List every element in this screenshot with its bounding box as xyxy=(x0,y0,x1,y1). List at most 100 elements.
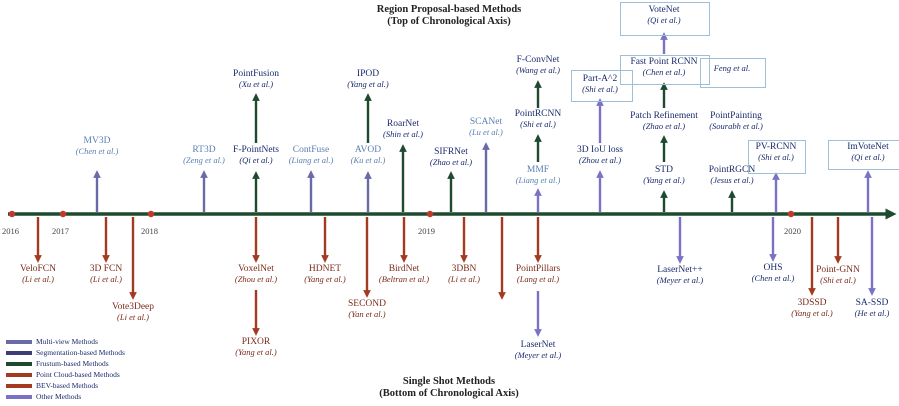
method-author: (Yang et al.) xyxy=(347,78,389,89)
method-ohs: OHS (Chen et al.) xyxy=(751,263,795,283)
method-part-a2: Part-A^2 (Shi et al.) xyxy=(582,74,618,94)
method-voxelnet: VoxelNet (Zhou et al.) xyxy=(235,264,277,283)
method-name: 3D IoU loss xyxy=(577,145,623,155)
method-author: (Shin et al.) xyxy=(383,128,423,139)
method-name: SCANet xyxy=(469,117,503,127)
imvotenet-box xyxy=(828,140,899,170)
method-sifrnet: SIFRNet (Zhao et al.) xyxy=(429,147,473,167)
year-marker xyxy=(426,210,434,218)
method-name: RT3D xyxy=(192,145,216,155)
method-author: (Liang et al.) xyxy=(515,174,561,185)
method-std: STD (Yang et al.) xyxy=(643,165,684,184)
method-author: (Qi et al.) xyxy=(851,151,885,162)
method-author: (Yang et al.) xyxy=(791,307,833,318)
method-name: Fast Point RCNN xyxy=(630,57,698,67)
method-author: (Qi et al.) xyxy=(239,154,273,165)
method-scanet: SCANet (Lu et al.) xyxy=(469,117,503,137)
method-author: (Shi et al.) xyxy=(758,151,794,162)
method-3d-fcn: 3D FCN (Li et al.) xyxy=(90,264,122,283)
method-birdnet: BirdNet (Beltran et al.) xyxy=(379,264,429,283)
method-pointpillars: PointPillars (Lang et al.) xyxy=(516,264,560,284)
method-author: (Yang et al.) xyxy=(304,273,346,284)
method-patch-refinement: Patch Refinement (Zhao et al.) xyxy=(630,111,698,131)
method-author: (Li et al.) xyxy=(448,273,480,284)
method-author: (Zhou et al.) xyxy=(578,154,622,165)
pv-rcnn-box xyxy=(748,140,806,174)
method-name: 3DBN xyxy=(451,264,477,274)
method-author: (Jesus et al.) xyxy=(710,174,754,185)
votenet-box xyxy=(620,2,710,36)
method-author: (Chen et al.) xyxy=(751,272,795,283)
legend-swatch xyxy=(6,394,32,399)
legend-item: Segmentation-based Methods xyxy=(6,349,125,357)
method-name: AVOD xyxy=(354,145,382,155)
method-author: (Chen et al.) xyxy=(75,145,119,156)
method-author: (Zhao et al.) xyxy=(642,120,686,131)
method-author: (Meyer et al.) xyxy=(656,274,704,285)
bottom-title-line2: (Bottom of Chronological Axis) xyxy=(379,388,519,399)
method-name: VoteNet xyxy=(648,5,680,15)
method-velofcn: VeloFCN (Li et al.) xyxy=(20,264,56,283)
method-name: LaserNet++ xyxy=(657,265,703,275)
method-name: 3DSSD xyxy=(797,298,827,308)
method-sa-ssd: SA-SSD (He et al.) xyxy=(855,298,890,317)
method-author: (Zhao et al.) xyxy=(429,156,473,167)
legend-item: BEV-based Methods xyxy=(6,382,98,390)
legend-item: Multi-view Methods xyxy=(6,338,98,346)
method-author: (Shi et al.) xyxy=(520,118,556,129)
year-label: 2017 xyxy=(52,226,69,236)
year-marker xyxy=(59,210,67,218)
method-author: (Lang et al.) xyxy=(516,273,560,284)
method-author: (Ku et al.) xyxy=(350,154,386,165)
method-lasernet: LaserNet (Meyer et al.) xyxy=(515,340,562,359)
method-feng: Feng et al. xyxy=(714,64,751,73)
method-name: Vote3Deep xyxy=(111,302,155,312)
method-hdnet: HDNET (Yang et al.) xyxy=(304,264,346,284)
method-name: HDNET xyxy=(308,264,342,274)
method-name: VoxelNet xyxy=(238,264,274,274)
method-pointpainting: PointPainting (Sourabh et al.) xyxy=(709,111,763,130)
method-fast-point-rcnn: Fast Point RCNN (Chen et al.) xyxy=(630,57,698,77)
method-name: IPOD xyxy=(356,69,380,79)
method-name: PV-RCNN xyxy=(755,142,797,152)
method-author: (Lu et al.) xyxy=(469,126,503,137)
method-author: (Li et al.) xyxy=(117,311,149,322)
method-name: MV3D xyxy=(83,136,111,146)
legend-label: BEV-based Methods xyxy=(36,381,99,390)
method-pointrcnn: PointRCNN (Shi et al.) xyxy=(514,109,562,129)
method-name: PIXOR xyxy=(241,337,271,347)
method-name: F-PointNets xyxy=(233,145,279,155)
year-marker xyxy=(147,210,155,218)
legend-swatch xyxy=(6,372,32,377)
method-avod: AVOD (Ku et al.) xyxy=(350,145,386,165)
method-author: (Shi et al.) xyxy=(582,83,618,94)
method-name: VeloFCN xyxy=(20,264,56,274)
method-name: STD xyxy=(655,165,673,175)
method-name: F-ConvNet xyxy=(516,55,560,65)
legend-swatch xyxy=(6,350,32,355)
method-rt3d: RT3D (Zeng et al.) xyxy=(183,145,225,164)
method-name: Part-A^2 xyxy=(582,74,618,84)
legend-item: Frustum-based Methods xyxy=(6,360,109,368)
method-name: OHS xyxy=(763,263,783,273)
legend-label: Segmentation-based Methods xyxy=(36,348,125,357)
legend-item: Point Cloud-based Methods xyxy=(6,371,120,379)
arrows-layer xyxy=(8,32,897,337)
method-mmf: MMF (Liang et al.) xyxy=(515,165,561,185)
method-author: (Chen et al.) xyxy=(642,66,686,77)
method-3dbn: 3DBN (Li et al.) xyxy=(448,264,480,284)
method-name: PointRCNN xyxy=(514,109,562,119)
method-name: ImVoteNet xyxy=(847,142,889,152)
method-f-pointnets: F-PointNets (Qi et al.) xyxy=(233,145,279,165)
method-name: SA-SSD xyxy=(855,298,889,308)
bottom-title: Single Shot Methods (Bottom of Chronolog… xyxy=(379,376,519,400)
method-name: PointFusion xyxy=(233,69,279,79)
bottom-title-line1: Single Shot Methods xyxy=(402,376,496,387)
method-author: (Yan et al.) xyxy=(348,308,386,319)
method-vote3deep: Vote3Deep (Li et al.) xyxy=(111,302,155,322)
top-title-line2: (Top of Chronological Axis) xyxy=(387,16,511,27)
method-votenet: VoteNet (Qi et al.) xyxy=(647,5,680,24)
method-name: RoarNet xyxy=(386,119,420,129)
method-pointrgcn: PointRGCN (Jesus et al.) xyxy=(709,165,755,185)
